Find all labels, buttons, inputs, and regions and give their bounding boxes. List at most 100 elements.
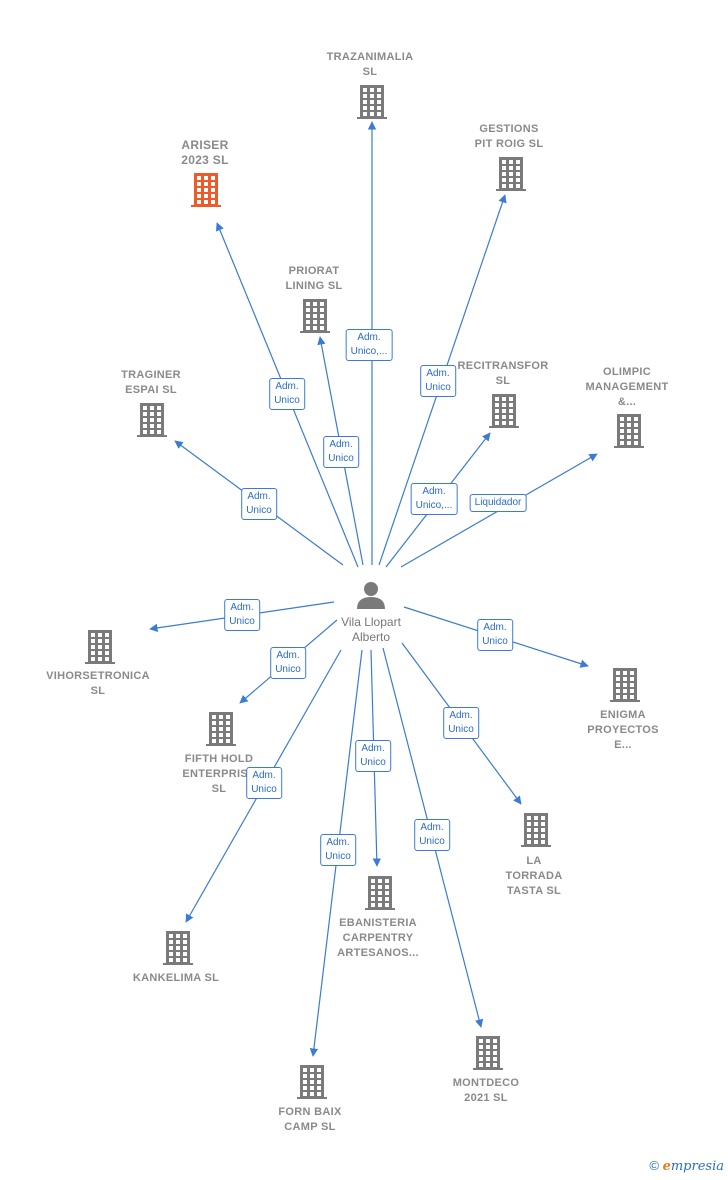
company-label-line: &... [617, 396, 637, 408]
role-tag-ebanisteria[interactable]: Adm.Unico [355, 740, 391, 772]
building-icon-ariser[interactable] [191, 173, 221, 207]
company-label-line: LA [526, 855, 542, 867]
company-label-line: RECITRANSFOR [457, 360, 549, 372]
company-label-line: KANKELIMA SL [132, 972, 220, 984]
building-icon-recitransfor[interactable] [489, 394, 519, 428]
building-icon-priorat[interactable] [300, 299, 330, 333]
company-label-line: SL [90, 685, 106, 697]
company-label-line: SL [211, 783, 227, 795]
company-label-line: ARISER [181, 138, 229, 152]
role-tag-olimpic[interactable]: Liquidador [469, 494, 527, 512]
building-icon-latorrada[interactable] [521, 813, 551, 847]
brand-logo-rest: mpresia [670, 1159, 724, 1174]
company-label-trazanimalia[interactable]: TRAZANIMALIA SL [327, 50, 414, 80]
role-tag-fornbaix[interactable]: Adm. Unico [320, 834, 356, 866]
role-tag-line: Unico [274, 395, 300, 406]
company-label-line: ARTESANOS... [337, 947, 419, 959]
company-label-line: PROYECTOS [587, 724, 659, 736]
company-label-fifth[interactable]: FIFTH HOLD ENTERPRISE SL [182, 752, 255, 797]
building-icon-fifth[interactable] [206, 712, 236, 746]
role-tag-priorat[interactable]: Adm.Unico [323, 436, 359, 468]
role-tag-recitransfor[interactable]: Adm. Unico,... [410, 483, 458, 515]
company-label-line: EBANISTERIA [339, 917, 417, 929]
role-tag-line: Unico [419, 836, 445, 847]
role-tag-line: Adm. [483, 622, 507, 633]
building-icon-montdeco[interactable] [473, 1036, 503, 1070]
role-tag-line: Unico [448, 724, 474, 735]
role-tag-enigma[interactable]: Adm. Unico [477, 619, 513, 651]
company-label-line: TRAZANIMALIA [326, 51, 414, 63]
building-icon-olimpic[interactable] [614, 414, 644, 448]
role-tag-montdeco[interactable]: Adm.Unico [414, 819, 450, 851]
company-label-line: CARPENTRY [342, 932, 414, 944]
nodes-layer [85, 85, 644, 1099]
company-label-vihorsetronica[interactable]: VIHORSETRONICA SL [46, 669, 150, 699]
role-tag-ariser[interactable]: Adm. Unico [269, 378, 305, 410]
person-name-line: Alberto [351, 630, 391, 644]
company-label-line: LINING SL [285, 280, 343, 292]
company-label-line: E... [614, 739, 632, 751]
role-tag-line: Adm. [329, 439, 353, 450]
building-icon-kankelima[interactable] [163, 931, 193, 965]
copyright-footer: © empresia [649, 1158, 724, 1174]
company-label-line: ENIGMA [600, 709, 646, 721]
role-tag-latorrada[interactable]: Adm.Unico [443, 707, 479, 739]
role-tag-gestions[interactable]: Adm.Unico [420, 365, 456, 397]
company-label-line: VIHORSETRONICA [46, 670, 150, 682]
company-label-line: 2023 SL [181, 153, 229, 167]
role-tag-line: Unico [482, 636, 508, 647]
role-tag-kankelima[interactable]: Adm.Unico [246, 767, 282, 799]
building-icon-ebanisteria[interactable] [365, 876, 395, 910]
company-label-line: GESTIONS [479, 123, 539, 135]
person-icon[interactable] [357, 582, 385, 609]
company-label-fornbaix[interactable]: FORN BAIX CAMP SL [278, 1105, 341, 1135]
role-tag-trazanimalia[interactable]: Adm.Unico,... [345, 329, 393, 361]
role-tag-traginer[interactable]: Adm.Unico [241, 488, 277, 520]
company-label-line: OLIMPIC [603, 366, 651, 378]
building-icon-vihorsetronica[interactable] [85, 630, 115, 664]
company-label-priorat[interactable]: PRIORAT LINING SL [285, 264, 342, 294]
role-tag-line: Unico [229, 616, 255, 627]
company-label-line: CAMP SL [284, 1121, 336, 1133]
role-tag-line: Unico,... [415, 500, 453, 511]
company-label-enigma[interactable]: ENIGMA PROYECTOS E... [587, 708, 659, 753]
building-icon-gestions[interactable] [496, 157, 526, 191]
role-tag-line: Adm. [252, 770, 276, 781]
role-tag-line: Unico [246, 505, 272, 516]
company-label-line: FIFTH HOLD [184, 753, 254, 765]
role-tag-line: Adm. [326, 837, 350, 848]
role-tag-fifth[interactable]: Adm.Unico [270, 647, 306, 679]
building-icon-enigma[interactable] [610, 668, 640, 702]
role-tag-line: Adm. [422, 486, 446, 497]
role-tag-line: Unico [325, 851, 351, 862]
building-icon-fornbaix[interactable] [297, 1065, 327, 1099]
company-label-line: PRIORAT [288, 265, 340, 277]
role-tag-line: Adm. [275, 381, 299, 392]
company-label-line: SL [362, 66, 378, 78]
brand-logo-initial: e [662, 1159, 671, 1174]
role-tag-line: Liquidador [474, 497, 522, 508]
company-label-line: TASTA SL [506, 885, 562, 897]
company-label-line: FORN BAIX [278, 1106, 342, 1118]
company-label-line: 2021 SL [464, 1092, 508, 1104]
building-icon-trazanimalia[interactable] [357, 85, 387, 119]
role-tag-line: Unico,... [350, 346, 388, 357]
building-icon-traginer[interactable] [137, 403, 167, 437]
role-tag-line: Unico [360, 757, 386, 768]
role-tag-vihorsetronica[interactable]: Adm.Unico [224, 599, 260, 631]
person-name-line: Vila Llopart [341, 615, 401, 629]
company-label-line: ENTERPRISE [182, 768, 256, 780]
role-tag-line: Unico [425, 382, 451, 393]
company-label-line: ESPAI SL [125, 384, 177, 396]
company-label-kankelima[interactable]: KANKELIMA SL [133, 971, 219, 986]
company-label-ebanisteria[interactable]: EBANISTERIA CARPENTRY ARTESANOS... [337, 916, 419, 961]
